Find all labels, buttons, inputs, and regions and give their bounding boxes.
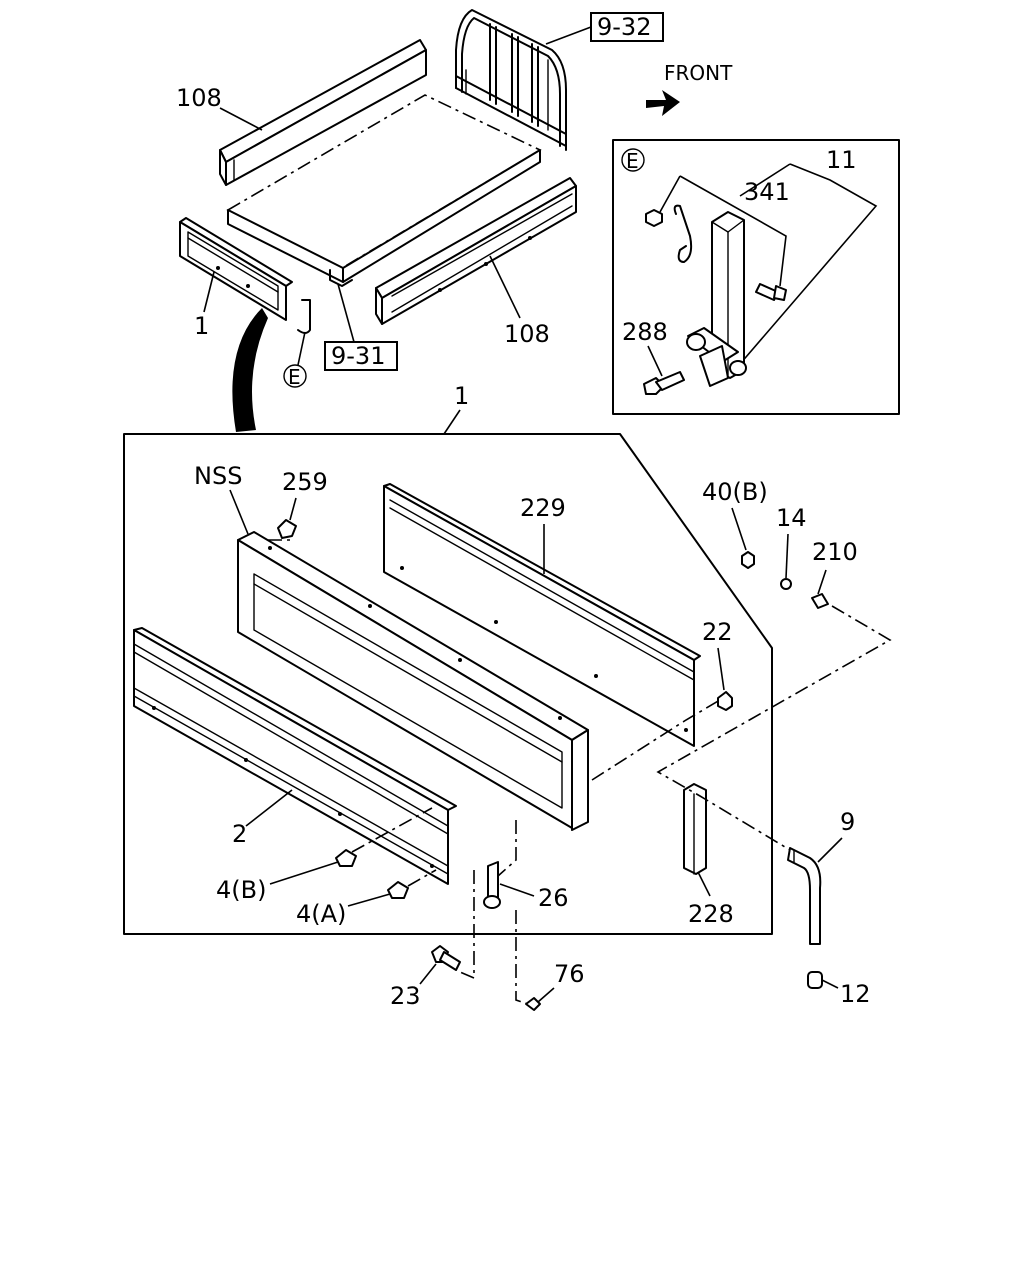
callout-9: 9 xyxy=(840,808,855,836)
callout-341: 341 xyxy=(744,178,790,206)
nut-40b xyxy=(741,551,755,569)
callout-1-frame: 1 xyxy=(454,382,469,410)
callout-4a: 4(A) xyxy=(296,900,346,928)
cargo-bed-floor xyxy=(226,94,542,287)
inset-detail-box xyxy=(612,139,900,415)
callout-circle-e xyxy=(283,364,307,388)
handle-9 xyxy=(787,847,822,945)
post-228 xyxy=(683,783,707,875)
bolt-4b xyxy=(335,849,357,867)
bolt-23 xyxy=(431,945,461,971)
callout-288: 288 xyxy=(622,318,668,346)
washer-14 xyxy=(780,578,792,590)
bolt-259 xyxy=(277,519,297,539)
callout-108-right: 108 xyxy=(504,320,550,348)
callout-76: 76 xyxy=(554,960,585,988)
tail-gate-small xyxy=(179,217,293,321)
bracket-26 xyxy=(483,861,501,909)
callout-26: 26 xyxy=(538,884,569,912)
callout-11: 11 xyxy=(826,146,857,174)
panel-229 xyxy=(383,483,701,747)
curved-arrow xyxy=(232,308,268,432)
callout-1-top: 1 xyxy=(194,312,209,340)
callout-229: 229 xyxy=(520,494,566,522)
callout-2: 2 xyxy=(232,820,247,848)
ref-box-9-32 xyxy=(590,12,664,42)
gate-hook-part xyxy=(297,299,311,334)
bolt-4a xyxy=(387,881,409,899)
nut-22 xyxy=(717,691,733,711)
callout-22: 22 xyxy=(702,618,733,646)
callout-210: 210 xyxy=(812,538,858,566)
side-panel-left xyxy=(219,39,427,186)
callout-40b: 40(B) xyxy=(702,478,768,506)
callout-23: 23 xyxy=(390,982,421,1010)
inset-nut xyxy=(645,209,663,227)
callout-108-top: 108 xyxy=(176,84,222,112)
washer-76 xyxy=(525,997,541,1011)
ref-9-31: 9-31 xyxy=(331,342,385,370)
detail-frame xyxy=(123,433,773,935)
panel-2 xyxy=(133,627,457,885)
callout-228: 228 xyxy=(688,900,734,928)
cap-12 xyxy=(807,971,823,989)
callout-259: 259 xyxy=(282,468,328,496)
front-arrow-icon xyxy=(646,90,680,116)
callout-e-inset: E xyxy=(626,149,639,173)
ref-box-9-31 xyxy=(324,341,398,371)
callout-14: 14 xyxy=(776,504,807,532)
nss-frame-panel xyxy=(237,531,589,831)
callout-nss: NSS xyxy=(194,462,242,490)
inset-bolt-right xyxy=(755,283,787,301)
side-panel-right xyxy=(375,177,577,325)
bolt-210 xyxy=(811,593,829,609)
inset-bolt-288 xyxy=(643,371,685,395)
callout-e-main: E xyxy=(288,365,301,389)
inset-circle-e xyxy=(621,148,645,172)
front-label: FRONT xyxy=(664,61,733,85)
headboard-guard xyxy=(455,9,567,151)
callout-12: 12 xyxy=(840,980,871,1008)
inset-post-bracket xyxy=(686,211,747,387)
ref-9-32: 9-32 xyxy=(597,13,651,41)
inset-spring xyxy=(673,204,693,263)
callout-4b: 4(B) xyxy=(216,876,266,904)
